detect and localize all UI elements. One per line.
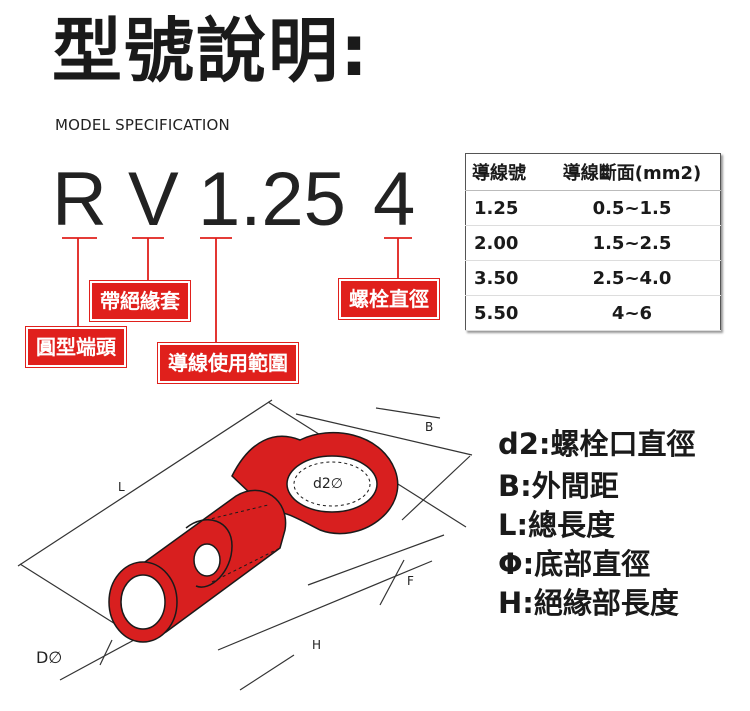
label-wire-range: 導線使用範圍 (158, 343, 298, 383)
page-subtitle: MODEL SPECIFICATION (55, 116, 230, 134)
table-cell: 1.5~2.5 (544, 225, 721, 261)
label-ring-terminal: 圓型端頭 (26, 327, 126, 367)
dimension-lines (17, 399, 473, 691)
wire-spec-table: 導線號 導線斷面(mm2) 1.25 0.5~1.5 2.00 1.5~2.5 … (465, 153, 721, 331)
terminal-barrel (108, 489, 287, 643)
label-bolt-diameter: 螺栓直徑 (339, 279, 439, 319)
dim-label-b: B (425, 420, 434, 434)
model-code-size: 1.25 (198, 157, 346, 242)
table-cell: 5.50 (465, 295, 544, 331)
table-cell: 1.25 (465, 190, 544, 226)
table-cell: 4~6 (544, 295, 721, 331)
table-row: 5.50 4~6 (465, 295, 721, 331)
table-header-cross-section: 導線斷面(mm2) (544, 153, 721, 191)
table-row: 3.50 2.5~4.0 (465, 260, 721, 296)
label-sleeve: 帶絕緣套 (90, 281, 190, 321)
table-row: 2.00 1.5~2.5 (465, 225, 721, 261)
legend-phi: Φ:底部直徑 (498, 547, 651, 581)
legend-d2: d2:螺栓口直徑 (498, 427, 696, 461)
model-code-v: V (128, 157, 179, 242)
table-cell: 2.5~4.0 (544, 260, 721, 296)
dim-label-d2: d2∅ (313, 476, 343, 492)
model-code-bolt: 4 (373, 157, 416, 242)
legend-l: L:總長度 (498, 508, 616, 542)
dim-label-d: D∅ (36, 648, 63, 667)
dim-label-h: H (312, 638, 322, 652)
table-cell: 3.50 (465, 260, 544, 296)
page-title: 型號說明: (52, 10, 370, 92)
table-header-row: 導線號 導線斷面(mm2) (465, 153, 721, 191)
model-code-r: R (52, 157, 107, 242)
table-cell: 0.5~1.5 (544, 190, 721, 226)
dim-label-f: F (407, 574, 414, 588)
table-cell: 2.00 (465, 225, 544, 261)
dim-label-l: L (118, 480, 125, 494)
table-header-wire-no: 導線號 (465, 153, 544, 191)
legend-b: B:外間距 (498, 469, 619, 503)
table-row: 1.25 0.5~1.5 (465, 190, 721, 226)
legend-h: H:絕緣部長度 (498, 586, 679, 620)
